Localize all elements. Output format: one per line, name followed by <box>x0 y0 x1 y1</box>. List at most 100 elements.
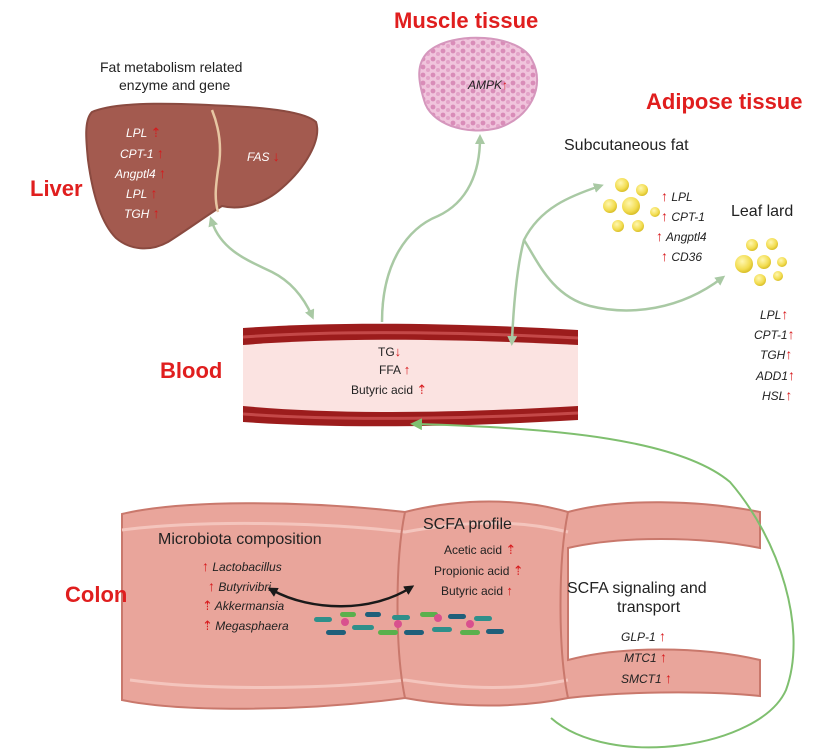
up-arrow-icon: ↑ <box>660 649 668 665</box>
signaling-label: SMCT1 <box>621 672 662 686</box>
blood-vessel <box>242 323 579 427</box>
signaling-label: GLP-1 <box>621 630 656 644</box>
liver-gene-label: CPT-1 <box>120 147 154 161</box>
leaf-lard-gene-label: TGH <box>760 348 786 362</box>
subcutaneous-gene-label: Angptl4 <box>665 230 707 244</box>
subcutaneous-gene-label: LPL <box>671 190 693 204</box>
connectors <box>208 134 726 346</box>
subcutaneous-gene-row: ↑ LPL <box>661 188 693 204</box>
leaf-lard-label: Leaf lard <box>731 203 794 220</box>
liver-gene-row: LPL ↑ <box>126 185 157 201</box>
leaf-lard-gene-row: TGH↑ <box>760 346 792 362</box>
scfa-label: Propionic acid <box>434 564 510 578</box>
blood-item-label: FFA <box>379 363 401 377</box>
leaf-lard-gene-row: HSL↑ <box>762 387 792 403</box>
up-arrow-icon: ↑ <box>781 306 789 322</box>
leaf-lard-gene-row: CPT-1↑ <box>754 326 795 342</box>
blood-item-row: TG↓ <box>378 344 401 359</box>
colon-illustration <box>121 500 761 710</box>
scfa-row: Butyric acid ↑ <box>441 583 513 598</box>
leaf-lard-gene-label: LPL <box>760 308 782 322</box>
up-arrow-icon: ↑ <box>208 578 215 594</box>
down-arrow-icon: ↓ <box>272 148 280 164</box>
subcutaneous-gene-label: CPT-1 <box>671 210 705 224</box>
muscle-gene-label: AMPK <box>468 78 503 92</box>
up-arrow-icon: ↑ <box>506 583 513 598</box>
microbiota-row: ⇡ Akkermansia <box>202 598 284 614</box>
liver-gene-row: Angptl4 ↑ <box>115 165 166 181</box>
title-muscle: Muscle tissue <box>394 8 539 33</box>
liver-header-line2: enzyme and gene <box>119 77 231 93</box>
title-blood: Blood <box>160 358 223 383</box>
signaling-title-line1: SCFA signaling and <box>567 580 707 597</box>
liver-gene-label: LPL <box>126 126 148 140</box>
leaf-lard-droplets <box>735 238 787 286</box>
scfa-profile-title: SCFA profile <box>423 516 512 533</box>
signaling-row: MTC1 ↑ <box>624 649 667 665</box>
microbiota-label: Megasphaera <box>215 619 289 633</box>
signaling-row: SMCT1 ↑ <box>621 670 672 686</box>
microbiota-scfa-arrow <box>267 585 415 608</box>
leaf-lard-gene-label: CPT-1 <box>754 328 788 342</box>
up-arrow-icon: ↑ <box>661 208 668 224</box>
up-arrow-icon: ↑ <box>785 387 793 403</box>
up-arrow-icon: ↑ <box>150 185 158 201</box>
liver-gene-right-label: FAS <box>247 150 270 164</box>
microbiota-label: Akkermansia <box>214 599 285 613</box>
leaf-lard-gene-row: LPL↑ <box>760 306 788 322</box>
scfa-row: Propionic acid ⇡ <box>434 563 524 579</box>
blood-item-label: TG <box>378 345 395 359</box>
subcutaneous-gene-row: ↑ Angptl4 <box>656 228 707 244</box>
up-arrow-icon: ↑ <box>502 78 509 92</box>
blood-item-row: Butyric acid ⇡ <box>351 382 427 398</box>
colon-to-blood-connector <box>410 418 795 749</box>
up-dashed-arrow-icon: ⇡ <box>202 598 213 613</box>
liver-gene-row: CPT-1 ↑ <box>120 145 164 161</box>
signaling-title-line2: transport <box>617 599 681 616</box>
subcutaneous-gene-row: ↑ CPT-1 <box>661 208 705 224</box>
liver-gene-row: TGH ↑ <box>124 205 160 221</box>
muscle-gene-row: AMPK↑ <box>468 78 508 92</box>
signaling-row: GLP-1 ↑ <box>621 628 666 644</box>
muscle-illustration <box>418 36 538 132</box>
up-arrow-icon: ↑ <box>785 346 793 362</box>
subcutaneous-fat-label: Subcutaneous fat <box>564 137 689 154</box>
up-arrow-icon: ↑ <box>787 326 795 342</box>
up-arrow-icon: ↑ <box>659 628 667 644</box>
liver-gene-label: Angptl4 <box>115 167 156 181</box>
up-arrow-icon: ↑ <box>665 670 673 686</box>
liver-gene-row: LPL ⇡ <box>126 125 161 141</box>
liver-gene-label: LPL <box>126 187 148 201</box>
leaf-lard-gene-row: ADD1↑ <box>756 367 795 383</box>
subcutaneous-gene-label: CD36 <box>671 250 703 264</box>
title-adipose: Adipose tissue <box>646 89 803 114</box>
up-dashed-arrow-icon: ⇡ <box>150 125 161 140</box>
up-arrow-icon: ↑ <box>403 362 411 377</box>
liver-header-line1: Fat metabolism related <box>100 59 243 75</box>
leaf-lard-gene-label: HSL <box>762 389 786 403</box>
up-dashed-arrow-icon: ⇡ <box>505 542 516 557</box>
signaling-label: MTC1 <box>624 651 657 665</box>
microbiota-row: ⇡ Megasphaera <box>202 618 289 634</box>
microbiota-title: Microbiota composition <box>158 531 322 548</box>
up-arrow-icon: ↑ <box>159 165 167 181</box>
scfa-row: Acetic acid ⇡ <box>444 542 516 558</box>
subcutaneous-fat-droplets <box>603 178 660 232</box>
up-arrow-icon: ↑ <box>661 248 668 264</box>
blood-item-label: Butyric acid <box>351 383 414 397</box>
microbiota-row: ↑ Butyrivibri <box>208 578 271 594</box>
leaf-lard-gene-label: ADD1 <box>756 369 789 383</box>
blood-item-row: FFA ↑ <box>379 362 410 377</box>
down-arrow-icon: ↓ <box>394 344 402 359</box>
liver-illustration <box>85 102 319 250</box>
up-dashed-arrow-icon: ⇡ <box>202 618 213 633</box>
up-dashed-arrow-icon: ⇡ <box>512 563 524 578</box>
microbiota-label: Lactobacillus <box>212 560 282 574</box>
up-arrow-icon: ↑ <box>152 205 160 221</box>
title-liver: Liver <box>30 176 83 201</box>
up-arrow-icon: ↑ <box>202 558 209 574</box>
up-dashed-arrow-icon: ⇡ <box>416 382 427 397</box>
liver-gene-right-row: FAS ↓ <box>247 148 280 164</box>
